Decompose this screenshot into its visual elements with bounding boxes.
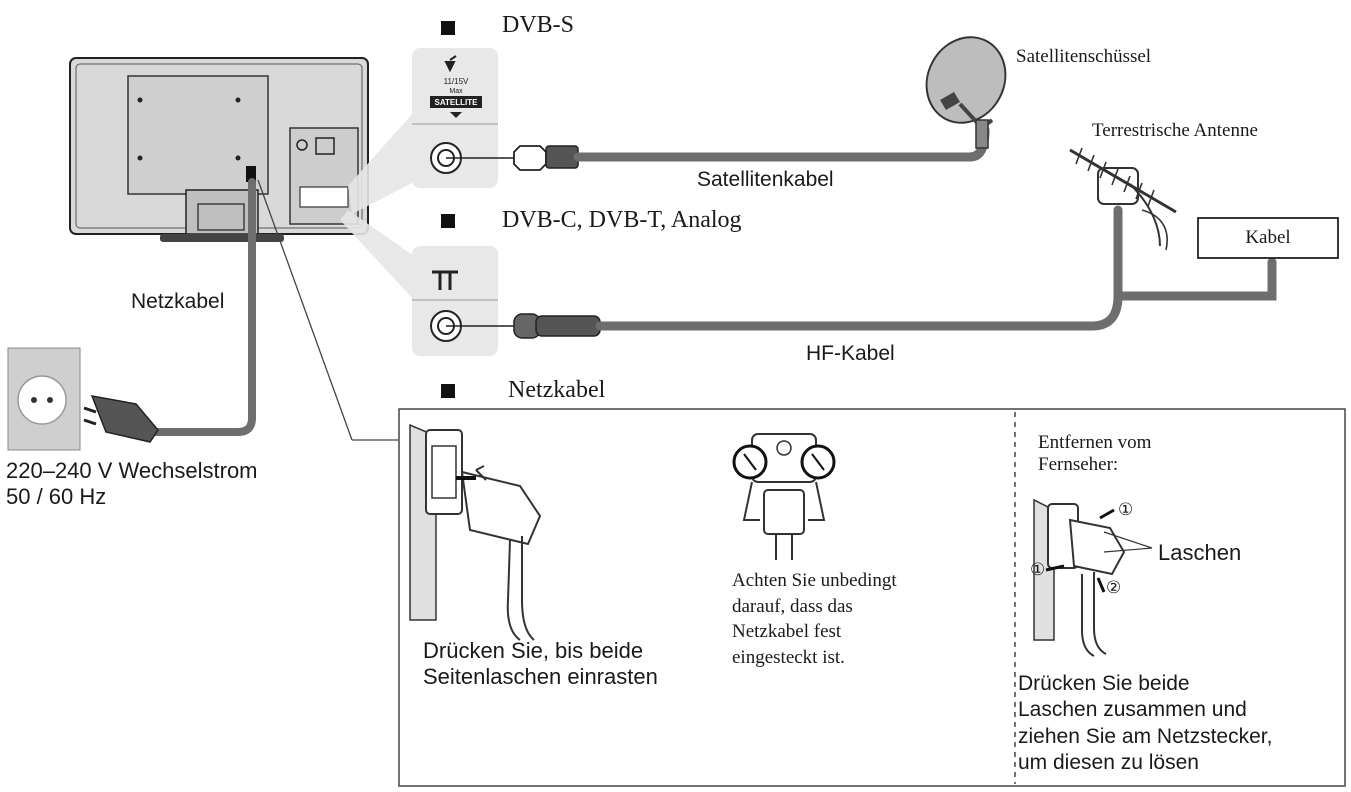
bullet-dvb-s xyxy=(441,21,455,35)
cable-box xyxy=(1197,217,1339,259)
satellite-port-label: SATELLITE xyxy=(435,98,479,107)
section-dvb-s: DVB-S xyxy=(502,12,575,38)
tv-rear-illustration xyxy=(69,57,369,242)
plug-remove-illustration xyxy=(1033,498,1153,657)
bullet-dvb-c xyxy=(441,214,455,228)
power-instruction-box xyxy=(398,408,1346,787)
satellite-port-panel: 11/15V Max SATELLITE xyxy=(412,48,498,188)
tab-marker-1-top: ① xyxy=(1118,500,1134,519)
tab-marker-2: ② xyxy=(1106,578,1122,597)
remove-title: Entfernen vom Fernseher: xyxy=(1038,432,1152,476)
terminal-callouts xyxy=(257,112,414,441)
section-dvb-c: DVB-C, DVB-T, Analog xyxy=(502,207,742,233)
antenna-label: Terrestrische Antenne xyxy=(1092,120,1258,141)
satellite-spec-1: 11/15V xyxy=(444,77,469,86)
wall-outlet-illustration xyxy=(7,347,159,451)
mains-line-1: 220–240 V Wechselstrom xyxy=(6,458,258,483)
remove-instruction: Drücken Sie beide Laschen zusammen und z… xyxy=(1018,672,1273,775)
hf-cable xyxy=(446,205,1277,339)
tabs-label: Laschen xyxy=(1158,540,1242,565)
plug-insert-illustration xyxy=(409,423,542,641)
satellite-spec-2: Max xyxy=(449,88,463,95)
insert-instruction: Drücken Sie, bis beide Seitenlaschen ein… xyxy=(423,638,658,689)
tab-marker-1-left: ① xyxy=(1030,560,1046,579)
satellite-dish-illustration xyxy=(925,36,1007,149)
power-cable xyxy=(146,178,256,436)
mains-line-2: 50 / 60 Hz xyxy=(6,484,107,509)
dish-label: Satellitenschüssel xyxy=(1016,46,1152,67)
hf-cable-label: HF-Kabel xyxy=(806,342,895,365)
plug-check-illustration xyxy=(732,433,836,560)
power-cable-label: Netzkabel xyxy=(131,290,225,313)
cable-box-label: Kabel xyxy=(1245,227,1291,248)
bullet-power xyxy=(441,384,455,398)
antenna-port-panel xyxy=(412,246,498,356)
section-power: Netzkabel xyxy=(508,377,606,403)
satellite-cable xyxy=(446,125,990,171)
satellite-cable-label: Satellitenkabel xyxy=(697,168,834,191)
check-instruction: Achten Sie unbedingt darauf, dass das Ne… xyxy=(732,570,897,668)
terrestrial-antenna-illustration xyxy=(1069,147,1177,251)
